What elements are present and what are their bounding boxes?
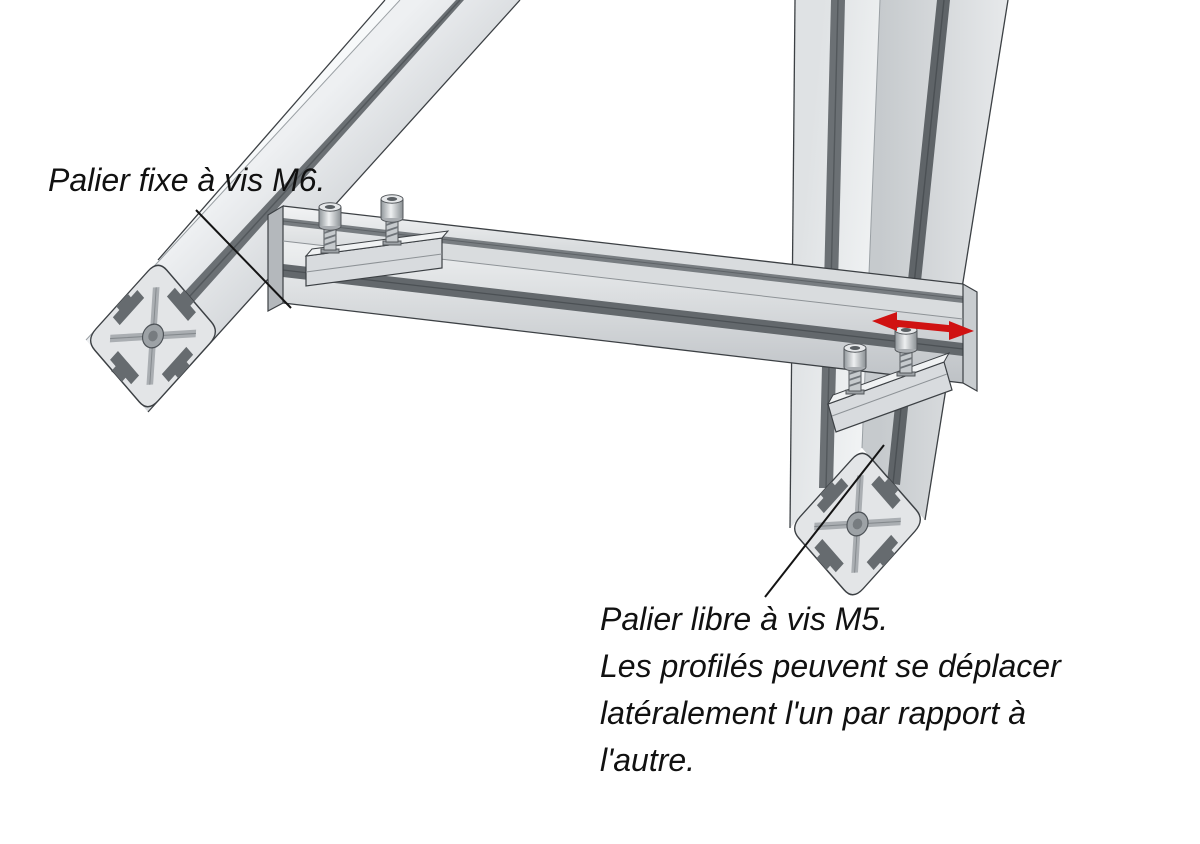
cross-member-left-end-face [267,204,284,312]
leader-line-floating-bearing [764,444,885,598]
leader-line-fixed-bearing [195,209,292,309]
fixed-bearing-bracket [304,193,450,287]
cross-member-right-end-face [962,282,978,393]
rail-left [86,0,521,412]
leader-lines [195,209,885,598]
cross-member [267,204,978,393]
label-floating-bearing: Palier libre à vis M5. Les profilés peuv… [600,601,1061,778]
label-fixed-bearing: Palier fixe à vis M6. [48,162,326,198]
floating-bearing-bracket [826,324,953,433]
lateral-movement-arrow-icon [872,312,974,340]
